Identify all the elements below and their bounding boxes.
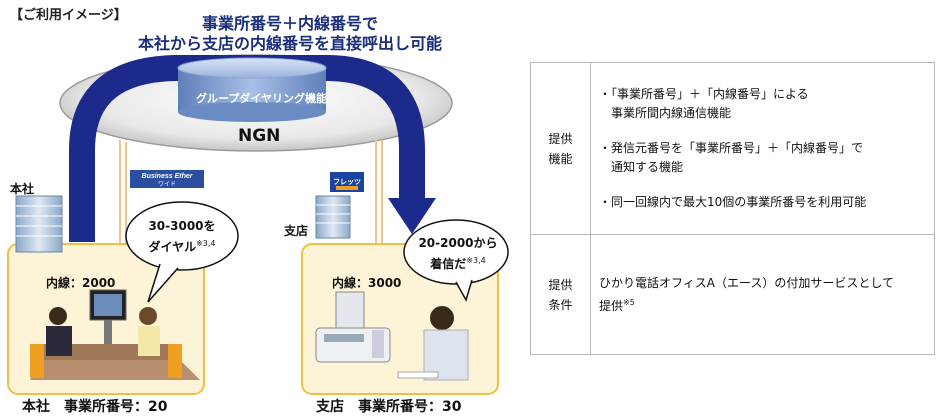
- branch-speech-bubble: [403, 219, 509, 302]
- function-item: ・発信元番号を「事業所番号」＋「内線番号」で 通知する機能: [599, 141, 864, 174]
- conditions-line1: ひかり電話オフィスA（エース）の付加サービスとして: [599, 275, 895, 290]
- hq-bubble-note: ※3,4: [196, 239, 216, 248]
- row-header-conditions: 提供 条件: [530, 234, 591, 355]
- conditions-note: ※5: [623, 297, 635, 307]
- function-item: ・同一回線内で最大10個の事業所番号を利用可能: [599, 195, 867, 209]
- table-row: 提供 条件 ひかり電話オフィスA（エース）の付加サービスとして 提供※5: [530, 234, 935, 355]
- branch-bubble-line2: 着信だ: [430, 257, 467, 271]
- network-diagram: Business Ether ワイド フレッツ: [7, 54, 509, 395]
- hq-speech-bubble: [125, 201, 239, 303]
- business-ether-sub: ワイド: [158, 181, 176, 188]
- hq-building-icon: [15, 195, 63, 253]
- hq-videoconference-illustration: [30, 289, 200, 380]
- headline-line2: 本社から支店の内線番号を直接呼出し可能: [137, 34, 442, 53]
- section-header: 【ご利用イメージ】: [10, 8, 127, 23]
- hq-office-number: 本社 事業所番号：20: [22, 399, 168, 415]
- row-header-line: 条件: [548, 297, 573, 312]
- function-item: ・「事業所番号」＋「内線番号」による 事業所間内線通信機能: [599, 87, 809, 120]
- group-dialing-label: グループダイヤリング機能: [196, 92, 328, 105]
- branch-label: 支店: [284, 224, 309, 238]
- table-row: 提供 機能 ・「事業所番号」＋「内線番号」による 事業所間内線通信機能 ・発信元…: [530, 62, 935, 235]
- function-list: ・「事業所番号」＋「内線番号」による 事業所間内線通信機能 ・発信元番号を「事業…: [590, 62, 935, 235]
- group-dialing-cylinder: [177, 57, 327, 122]
- hq-label: 本社: [10, 182, 35, 196]
- flets-text: フレッツ: [333, 178, 361, 186]
- row-header-line: 提供: [548, 131, 573, 146]
- headline-line1: 事業所番号＋内線番号で: [201, 14, 378, 33]
- business-ether-logo: Business Ether ワイド: [130, 170, 204, 188]
- business-ether-text: Business Ether: [142, 173, 194, 180]
- hq-bubble-line2: ダイヤル: [148, 240, 197, 254]
- branch-office-number: 支店 事業所番号：30: [316, 399, 462, 415]
- row-header-function: 提供 機能: [530, 62, 591, 235]
- branch-bubble-line1: 20-2000から: [418, 236, 498, 250]
- hq-bubble-line1: 30-3000を: [148, 219, 216, 233]
- service-info-table: 提供 機能 ・「事業所番号」＋「内線番号」による 事業所間内線通信機能 ・発信元…: [530, 62, 935, 355]
- conditions-line2: 提供: [599, 298, 624, 313]
- call-route-arrowhead: [388, 198, 436, 234]
- branch-extension-label: 内線：3000: [332, 276, 402, 290]
- branch-bubble-text: 20-2000から 着信だ※3,4: [412, 235, 504, 273]
- ngn-label: NGN: [238, 126, 281, 146]
- branch-bubble-note: ※3,4: [466, 256, 486, 265]
- hq-bubble-text: 30-3000を ダイヤル※3,4: [136, 218, 228, 256]
- branch-phone-illustration: [315, 291, 469, 381]
- hq-extension-label: 内線：2000: [46, 276, 116, 290]
- row-header-line: 提供: [548, 277, 573, 292]
- conditions-text: ひかり電話オフィスA（エース）の付加サービスとして 提供※5: [590, 234, 935, 355]
- access-lines: [119, 140, 383, 244]
- branch-building-icon: [315, 195, 351, 239]
- headline: 事業所番号＋内線番号で 本社から支店の内線番号を直接呼出し可能: [120, 14, 460, 54]
- flets-logo: フレッツ: [330, 172, 364, 192]
- row-header-line: 機能: [548, 151, 573, 166]
